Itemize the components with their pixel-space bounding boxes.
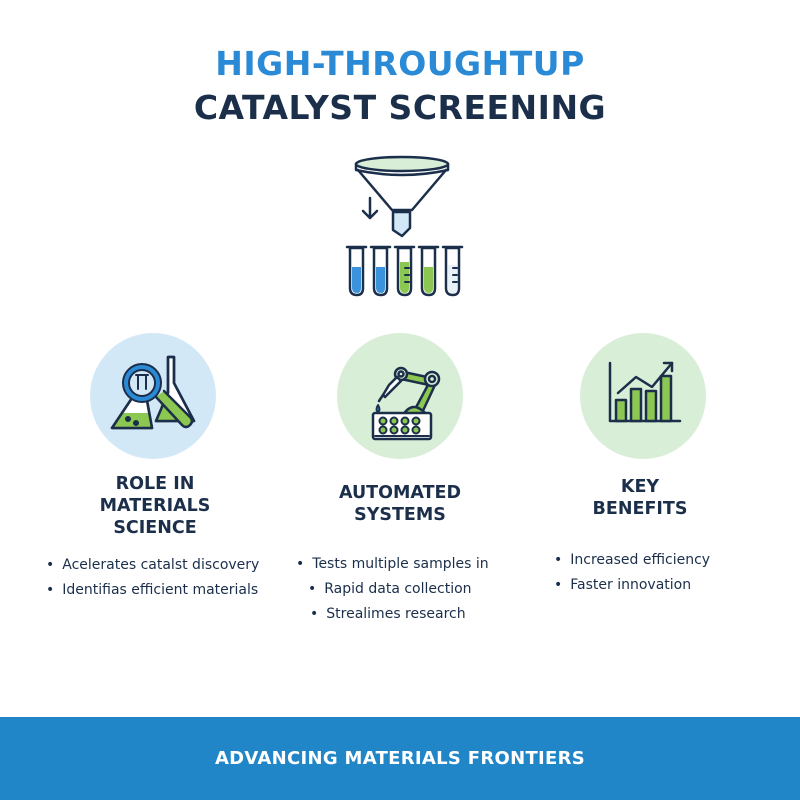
heading-line: MATERIALS — [99, 496, 211, 516]
footer-text: ADVANCING MATERIALS FRONTIERS — [214, 748, 586, 769]
title-line-1: HIGH-THROUGHTUP — [215, 44, 585, 83]
bullet-item: Tests multiple samples in — [296, 552, 510, 577]
heading-line: SCIENCE — [113, 518, 197, 538]
title-line-2: CATALYST SCREENING — [193, 88, 607, 127]
bullet-item: Rapid data collection — [296, 577, 510, 602]
bullet-list: Tests multiple samples in Rapid data col… — [296, 552, 510, 627]
section-automated-systems: AUTOMATED SYSTEMS Tests multiple samples… — [290, 482, 510, 627]
bullet-item: Identifias efficient materials — [46, 578, 270, 603]
bullet-item: Strealimes research — [296, 602, 510, 627]
bullet-item: Acelerates catalst discovery — [46, 553, 270, 578]
bullet-list: Increased efficiency Faster innovation — [554, 548, 740, 598]
section-heading: AUTOMATED SYSTEMS — [290, 482, 510, 526]
bullet-item: Increased efficiency — [554, 548, 740, 573]
magnifier-flask-icon — [90, 333, 216, 459]
funnel-and-test-tubes-icon — [330, 150, 470, 300]
bullet-list: Acelerates catalst discovery Identifias … — [46, 553, 270, 603]
robotic-arm-well-plate-icon — [337, 333, 463, 459]
section-key-benefits: KEY BENEFITS Increased efficiency Faster… — [540, 476, 740, 598]
section-heading: KEY BENEFITS — [540, 476, 740, 520]
heading-line: KEY — [620, 477, 660, 497]
heading-line: SYSTEMS — [354, 505, 446, 525]
heading-line: AUTOMATED — [338, 483, 462, 503]
footer-banner: ADVANCING MATERIALS FRONTIERS — [0, 717, 800, 800]
heading-line: ROLE IN — [115, 474, 195, 494]
section-heading: ROLE IN MATERIALS SCIENCE — [40, 473, 270, 539]
rising-bar-chart-icon — [580, 333, 706, 459]
section-role-in-materials-science: ROLE IN MATERIALS SCIENCE Acelerates cat… — [40, 473, 270, 603]
bullet-item: Faster innovation — [554, 573, 740, 598]
heading-line: BENEFITS — [592, 499, 688, 519]
